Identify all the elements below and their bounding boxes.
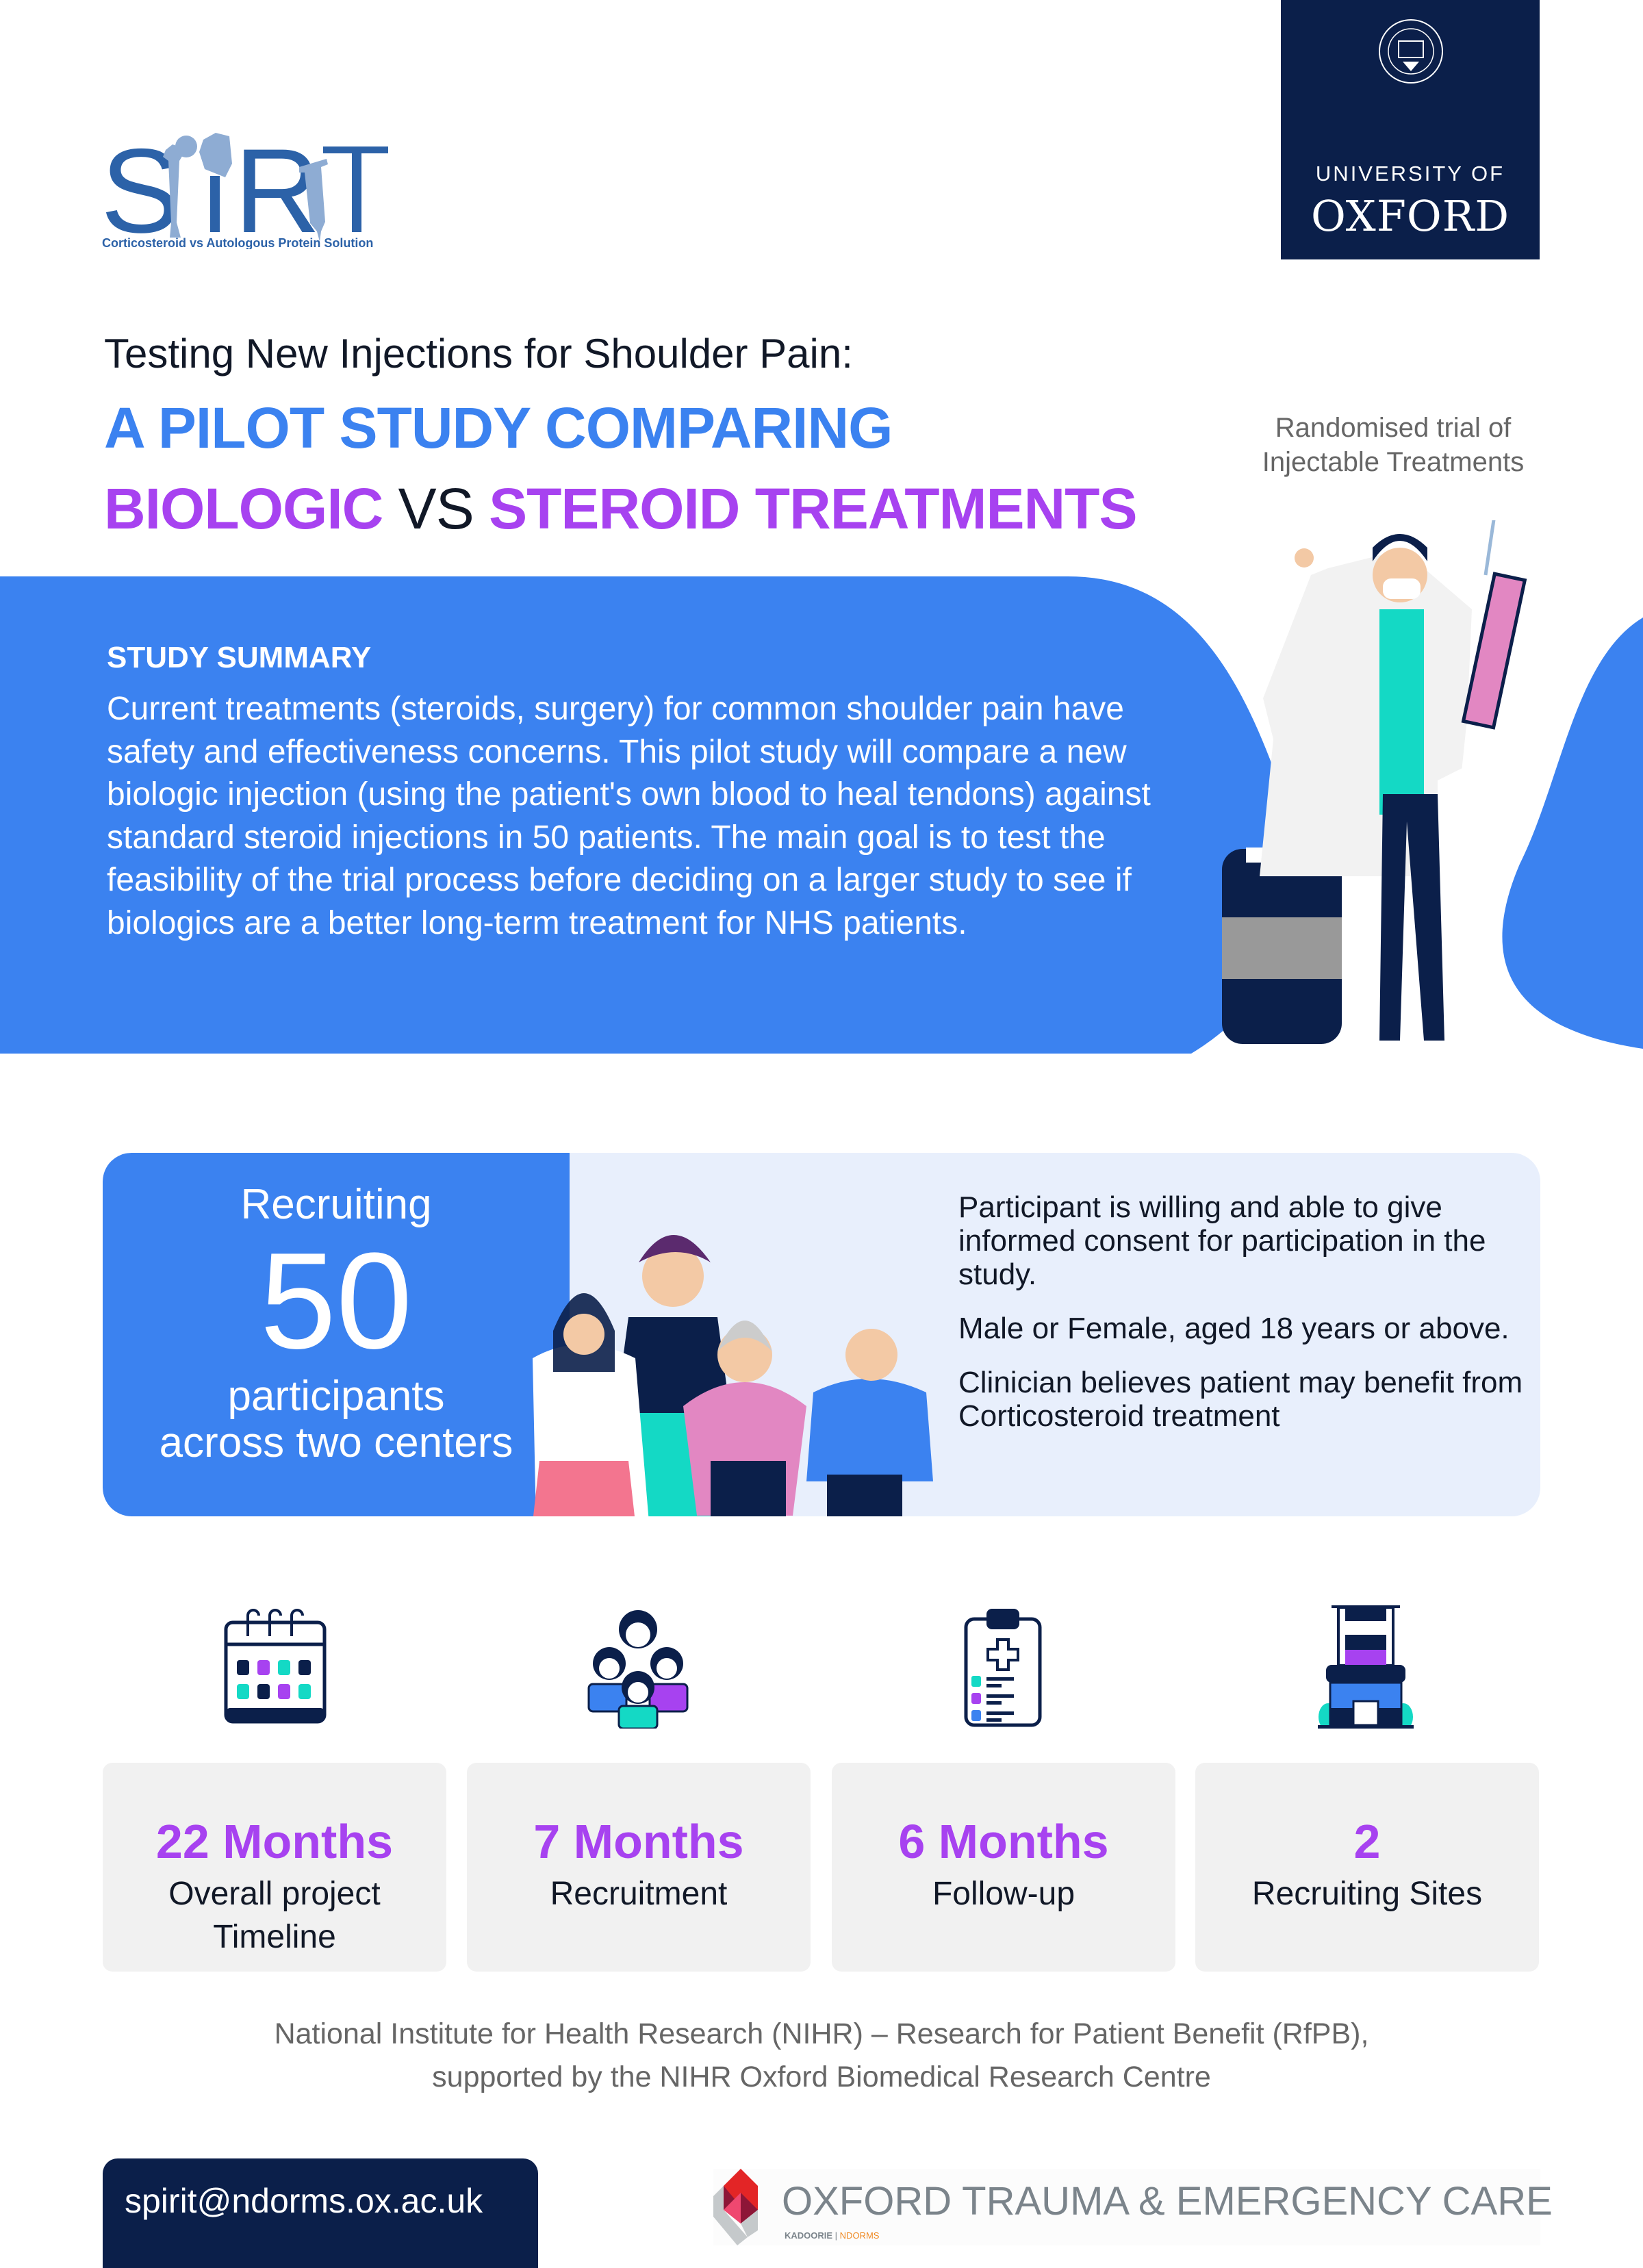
- summary-heading: STUDY SUMMARY: [107, 641, 372, 674]
- stat-label: Recruiting Sites: [1251, 1876, 1483, 1912]
- otec-kadoorie: KADOORIE: [785, 2230, 833, 2241]
- stat-card-recruitment: 7 Months Recruitment: [467, 1763, 811, 1972]
- spirit-logo: S R Corticosteroid vs Autologous Protein…: [101, 125, 388, 249]
- oxford-logo: UNIVERSITY OF OXFORD: [1281, 0, 1540, 259]
- trial-tagline: Randomised trial of Injectable Treatment…: [1262, 413, 1525, 477]
- title-steroid: STEROID TREATMENTS: [489, 476, 1137, 541]
- title-vs: VS: [398, 476, 474, 541]
- recruitment-highlight: Recruiting 50 participants across two ce…: [103, 1153, 570, 1516]
- stat-value: 22 Months: [155, 1815, 394, 1868]
- criterion-item: Clinician believes patient may benefit f…: [958, 1366, 1523, 1433]
- stat-card-timeline: 22 Months Overall project Timeline: [103, 1763, 446, 1972]
- page-title-line2: BIOLOGIC VS STEROID TREATMENTS: [104, 474, 1138, 543]
- doctor-illustration: [1222, 520, 1527, 1044]
- calendar-icon: [224, 1609, 327, 1724]
- otec-cube-icon: [713, 2169, 758, 2245]
- oxford-line2: OXFORD: [1310, 191, 1510, 241]
- summary-band: [0, 576, 1643, 1054]
- summary-body: Current treatments (steroids, surgery) f…: [107, 691, 1151, 941]
- criterion-item: Participant is willing and able to give …: [958, 1190, 1486, 1291]
- participants-label: participants: [227, 1373, 445, 1420]
- stat-card-follow-up: 6 Months Follow-up: [832, 1763, 1175, 1972]
- stat-card-sites: 2 Recruiting Sites: [1195, 1763, 1539, 1972]
- clipboard-icon: [964, 1609, 1042, 1727]
- participants-illustration: [533, 1235, 933, 1516]
- centers-label: across two centers: [159, 1419, 513, 1466]
- otec-logo: OXFORD TRAUMA & EMERGENCY CARE KADOORIE …: [713, 2169, 1553, 2245]
- svg-text:S: S: [101, 125, 181, 249]
- funding-line1: National Institute for Health Research (…: [274, 2017, 1369, 2050]
- eligibility-criteria: Participant is willing and able to give …: [958, 1190, 1527, 1453]
- spirit-tagline: Corticosteroid vs Autologous Protein Sol…: [102, 236, 373, 249]
- otec-ndorms: NDORMS: [839, 2230, 880, 2241]
- criterion-item: Male or Female, aged 18 years or above.: [958, 1312, 1510, 1345]
- recruiting-label: Recruiting: [240, 1181, 432, 1228]
- contact-email-link[interactable]: spirit@ndorms.ox.ac.uk: [103, 2158, 538, 2268]
- recruitment-card: Recruiting 50 participants across two ce…: [103, 1153, 1540, 1516]
- stat-value: 2: [1353, 1815, 1381, 1868]
- page-subtitle: Testing New Injections for Shoulder Pain…: [104, 331, 853, 377]
- hospital-icon: [1318, 1605, 1414, 1729]
- participant-count: 50: [259, 1225, 413, 1377]
- stat-label: Overall project Timeline: [168, 1876, 381, 1955]
- oxford-seal-icon: [1379, 19, 1443, 84]
- stat-value: 6 Months: [898, 1815, 1109, 1868]
- group-icon: [587, 1610, 689, 1729]
- funding-line2: supported by the NIHR Oxford Biomedical …: [432, 2061, 1211, 2093]
- stat-value: 7 Months: [533, 1815, 744, 1868]
- title-biologic: BIOLOGIC: [104, 476, 383, 541]
- funding-note: National Institute for Health Research (…: [0, 2013, 1643, 2099]
- stat-label: Follow-up: [932, 1876, 1075, 1912]
- otec-sublabel: KADOORIE | NDORMS: [785, 2230, 880, 2241]
- stat-label: Recruitment: [550, 1876, 728, 1912]
- otec-name: OXFORD TRAUMA & EMERGENCY CARE: [782, 2179, 1553, 2224]
- oxford-line1: UNIVERSITY OF: [1315, 162, 1505, 186]
- page-title-line1: A PILOT STUDY COMPARING: [104, 396, 893, 460]
